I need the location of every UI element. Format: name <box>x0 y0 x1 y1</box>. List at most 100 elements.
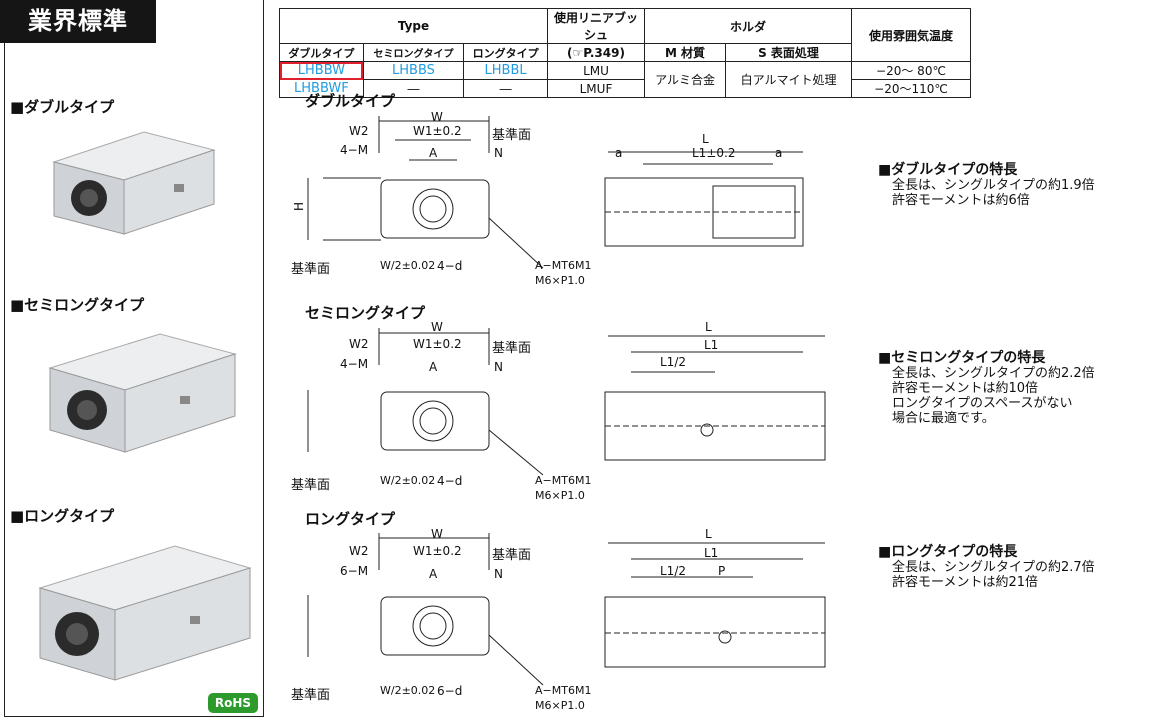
bush-header: 使用リニアブッシュ <box>547 8 645 44</box>
semilong-drawing <box>307 328 826 476</box>
dim-h-1: H <box>292 202 306 212</box>
double-type-photo <box>52 131 216 235</box>
dim-ref-bot-1: 基準面 <box>291 262 331 277</box>
sidebar-header: 業界標準 <box>0 0 156 43</box>
temp-row1: −20〜 80℃ <box>851 61 971 80</box>
dim-a-1: A <box>429 146 438 160</box>
double-feat-title: ■ダブルタイプの特長 <box>878 162 1018 178</box>
part-lhbbwf[interactable]: LHBBWF <box>279 79 364 98</box>
dim-half-1: W/2±0.02 <box>380 259 436 272</box>
sub-semi: セミロングタイプ <box>362 43 465 62</box>
dim-ref-bot-3: 基準面 <box>291 688 331 703</box>
dim-bottom-holes-1: 4−d <box>437 259 463 273</box>
dim-a-3: A <box>429 567 438 581</box>
dim-w2-3: W2 <box>349 544 369 558</box>
dim-mt-3: A−MT6M1 <box>535 684 592 697</box>
dim-p-3: P <box>718 564 726 578</box>
bush-lmuf: LMUF <box>547 79 645 98</box>
sidebar: 業界標準 ■ダブルタイプ ■セミロングタイプ ■ロングタイプ RoHS <box>0 0 264 720</box>
dim-n-1: N <box>494 146 503 160</box>
dim-ref-top-3: 基準面 <box>492 548 532 563</box>
dim-w1-3: W1±0.2 <box>413 544 462 558</box>
semilong-feat-line: 許容モーメントは約10倍 <box>892 381 1039 396</box>
dim-half-2: W/2±0.02 <box>380 474 436 487</box>
dim-thread-1: M6×P1.0 <box>535 274 585 287</box>
dim-ref-top-1: 基準面 <box>492 128 532 143</box>
sub-ref: (☞P.349) <box>547 43 645 62</box>
bush-lmu: LMU <box>547 61 645 80</box>
sidebar-type-double: ■ダブルタイプ <box>10 98 115 116</box>
spec-table: Type 使用リニアブッシュ ホルダ 使用雰囲気温度 ダブルタイプ セミロングタ… <box>279 8 971 98</box>
material-value: アルミ合金 <box>643 61 727 98</box>
dim-w-1: W <box>431 110 443 124</box>
dim-bottom-holes-2: 4−d <box>437 474 463 488</box>
semilong-features: ■セミロングタイプの特長 全長は、シングルタイプの約2.2倍 許容モーメントは約… <box>878 350 1095 427</box>
semilong-feat-title: ■セミロングタイプの特長 <box>878 350 1046 366</box>
dim-w-3: W <box>431 527 443 541</box>
long-title: ロングタイプ <box>305 510 396 528</box>
semilong-title: セミロングタイプ <box>305 304 426 322</box>
dim-a-right-1: a <box>775 146 783 160</box>
sidebar-frame <box>4 0 264 717</box>
double-feat-line: 全長は、シングルタイプの約1.9倍 <box>892 178 1095 193</box>
dim-l1half-2: L1/2 <box>660 355 686 369</box>
sidebar-type-semilong: ■セミロングタイプ <box>10 296 145 314</box>
dim-w1-2: W1±0.2 <box>413 337 462 351</box>
double-features: ■ダブルタイプの特長 全長は、シングルタイプの約1.9倍 許容モーメントは約6倍 <box>878 162 1095 209</box>
rohs-badge: RoHS <box>208 693 258 713</box>
semilong-feat-line: ロングタイプのスペースがない <box>892 396 1073 411</box>
temp-row2: −20〜110℃ <box>851 79 971 98</box>
dim-n-2: N <box>494 360 503 374</box>
dash-semi: ― <box>362 79 465 98</box>
dim-thread-3: M6×P1.0 <box>535 699 585 712</box>
dim-w2-2: W2 <box>349 337 369 351</box>
dim-l-3: L <box>705 527 712 541</box>
long-type-photo <box>38 545 252 681</box>
dim-l1tol-1: L1±0.2 <box>692 146 736 160</box>
long-feat-line: 許容モーメントは約21倍 <box>892 575 1039 590</box>
sub-double: ダブルタイプ <box>279 43 364 62</box>
dim-mt-1: A−MT6M1 <box>535 259 592 272</box>
dim-holes-1: 4−M <box>340 143 369 157</box>
dim-bottom-holes-3: 6−d <box>437 684 463 698</box>
dim-holes-3: 6−M <box>340 564 369 578</box>
dim-ref-bot-2: 基準面 <box>291 478 331 493</box>
dim-l-2: L <box>705 320 712 334</box>
dim-holes-2: 4−M <box>340 357 369 371</box>
dim-l-1: L <box>702 132 709 146</box>
double-drawing <box>307 116 804 269</box>
dim-w2-1: W2 <box>349 124 369 138</box>
dim-a-2: A <box>429 360 438 374</box>
long-drawing <box>307 533 826 686</box>
part-lhbbl[interactable]: LHBBL <box>463 61 548 80</box>
dim-l1-2: L1 <box>704 338 719 352</box>
dim-half-3: W/2±0.02 <box>380 684 436 697</box>
sub-long: ロングタイプ <box>463 43 548 62</box>
long-feat-line: 全長は、シングルタイプの約2.7倍 <box>892 560 1095 575</box>
long-feat-title: ■ロングタイプの特長 <box>878 544 1018 560</box>
sub-material: M 材質 <box>643 43 727 62</box>
type-header: Type <box>279 8 548 44</box>
holder-header: ホルダ <box>644 8 852 44</box>
part-lhbbs[interactable]: LHBBS <box>362 61 465 80</box>
dim-a-left-1: a <box>615 146 623 160</box>
long-features: ■ロングタイプの特長 全長は、シングルタイプの約2.7倍 許容モーメントは約21… <box>878 544 1095 591</box>
double-title: ダブルタイプ <box>305 92 396 110</box>
dim-ref-top-2: 基準面 <box>492 341 532 356</box>
temp-header: 使用雰囲気温度 <box>851 8 971 62</box>
surface-value: 白アルマイト処理 <box>725 61 852 98</box>
dim-mt-2: A−MT6M1 <box>535 474 592 487</box>
semilong-feat-line: 場合に最適です。 <box>892 411 995 426</box>
sub-surface: S 表面処理 <box>725 43 852 62</box>
dim-l1half-3: L1/2 <box>660 564 686 578</box>
dim-w1-1: W1±0.2 <box>413 124 462 138</box>
double-feat-line: 許容モーメントは約6倍 <box>892 193 1030 208</box>
dim-thread-2: M6×P1.0 <box>535 489 585 502</box>
dash-long: ― <box>463 79 548 98</box>
part-lhbbw[interactable]: LHBBW <box>279 61 364 80</box>
dim-l1-3: L1 <box>704 546 719 560</box>
semilong-feat-line: 全長は、シングルタイプの約2.2倍 <box>892 366 1095 381</box>
sidebar-type-long: ■ロングタイプ <box>10 507 115 525</box>
semilong-type-photo <box>48 333 237 453</box>
dim-w-2: W <box>431 320 443 334</box>
